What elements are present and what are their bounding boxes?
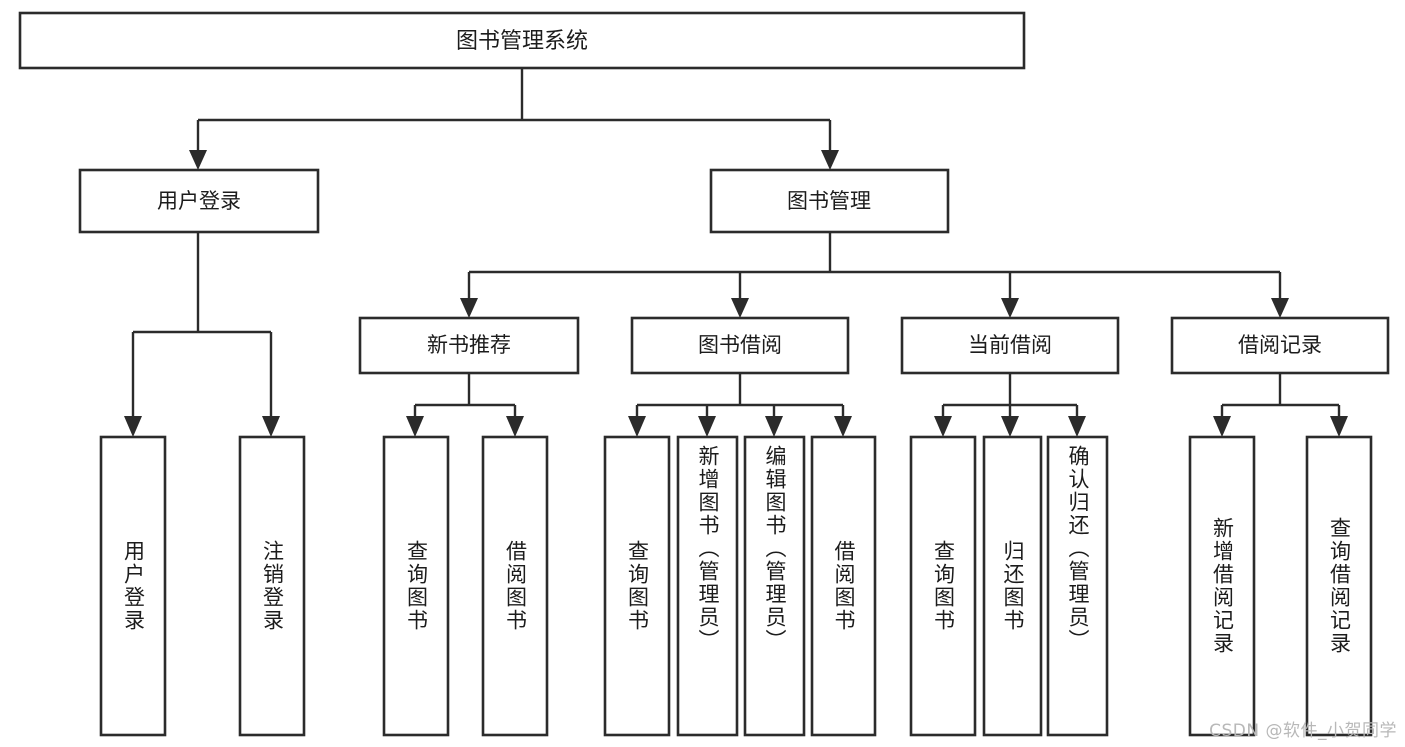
connector-group-current-borrow [934,373,1086,437]
node-current-borrow-label: 当前借阅 [968,333,1052,357]
node-book-manage-box[interactable] [709,168,950,234]
node-current-borrow-box[interactable] [900,316,1120,375]
leaf-box-current-borrow-2[interactable] [982,435,1043,737]
arrow-head-bb-leaf-3 [765,416,783,437]
leaf-box-new-book-2[interactable] [481,435,549,737]
connector-group-book-manage [460,232,1289,318]
arrow-head-cb-leaf-3 [1068,416,1086,437]
node-root-box[interactable] [18,11,1026,70]
arrow-head-book-manage [821,150,839,170]
arrow-head-nb-leaf-1 [406,416,424,437]
csdn-watermark: CSDN @软件_小贺同学 [1209,721,1397,741]
connector-group-root [189,68,839,170]
node-user-login-box[interactable] [78,168,320,234]
node-user-login-label: 用户登录 [157,189,241,213]
connector-group-borrow-record [1213,373,1348,437]
arrow-head-bb-leaf-2 [698,416,716,437]
leaf-box-book-borrow-2[interactable] [676,435,739,737]
node-book-manage-label: 图书管理 [787,189,871,213]
node-root[interactable]: 图书管理系统 [18,11,1026,70]
arrow-head-nb-leaf-2 [506,416,524,437]
leaf-box-user-login-2[interactable] [238,435,306,737]
node-new-book-recommend[interactable]: 新书推荐 [358,316,580,375]
leaf-box-book-borrow-3[interactable] [743,435,806,737]
node-root-label: 图书管理系统 [456,29,588,54]
node-borrow-record[interactable]: 借阅记录 [1170,316,1390,375]
node-book-borrow[interactable]: 图书借阅 [630,316,850,375]
arrow-head-cb-leaf-1 [934,416,952,437]
leaf-box-book-borrow-1[interactable] [603,435,671,737]
arrow-head-ul-leaf-1 [124,416,142,437]
arrow-head-bm-child-3 [1001,298,1019,318]
node-new-book-recommend-box[interactable] [358,316,580,375]
arrow-head-br-leaf-1 [1213,416,1231,437]
arrow-head-cb-leaf-2 [1001,416,1019,437]
leaf-box-borrow-record-1[interactable] [1188,435,1256,737]
node-book-borrow-label: 图书借阅 [698,333,782,357]
connector-group-book-borrow [628,373,852,437]
node-borrow-record-box[interactable] [1170,316,1390,375]
arrow-head-bb-leaf-4 [834,416,852,437]
arrow-head-ul-leaf-2 [262,416,280,437]
node-book-borrow-box[interactable] [630,316,850,375]
leaf-box-user-login-1[interactable] [99,435,167,737]
arrow-head-bb-leaf-1 [628,416,646,437]
leaf-box-new-book-1[interactable] [382,435,450,737]
node-book-manage[interactable]: 图书管理 [709,168,950,234]
node-user-login[interactable]: 用户登录 [78,168,320,234]
node-borrow-record-label: 借阅记录 [1238,333,1322,357]
node-current-borrow[interactable]: 当前借阅 [900,316,1120,375]
leaf-box-book-borrow-4[interactable] [810,435,877,737]
node-new-book-recommend-label: 新书推荐 [427,333,511,357]
leaf-box-current-borrow-1[interactable] [909,435,977,737]
leaf-box-current-borrow-3[interactable] [1046,435,1109,737]
connector-group-new-book [406,373,524,437]
leaf-box-borrow-record-2[interactable] [1305,435,1373,737]
arrow-head-bm-child-4 [1271,298,1289,318]
arrow-head-user-login [189,150,207,170]
arrow-head-bm-child-2 [731,298,749,318]
arrow-head-bm-child-1 [460,298,478,318]
arrow-head-br-leaf-2 [1330,416,1348,437]
connector-group-user-login [124,232,280,437]
